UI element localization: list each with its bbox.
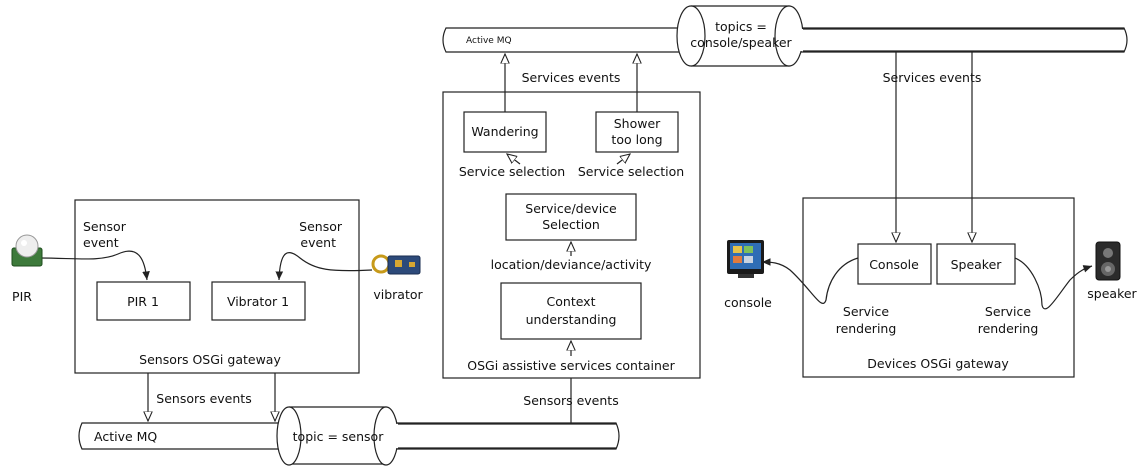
curve-pir-sensor-event (39, 250, 150, 281)
shower-label-line2: too long (611, 132, 662, 147)
sensor-event-right-line2: event (300, 235, 336, 250)
sensors-events-right-label: Sensors events (523, 393, 618, 408)
curve-speaker-rendering (1014, 257, 1093, 310)
vibrator-sensor-icon (371, 254, 421, 275)
shower-too-long-box (595, 111, 679, 153)
service-selection-right: Service selection (578, 164, 684, 179)
console-screen-icon (727, 240, 764, 278)
connectors: Services events Sensors events Sensors e… (39, 52, 1093, 423)
pir-1-label: PIR 1 (127, 294, 159, 309)
active-mq-top-label: Active MQ (466, 36, 512, 46)
services-events-right-label: Services events (883, 70, 982, 85)
sensor-event-left-line1: Sensor (83, 219, 127, 234)
pir-sensor-icon (11, 234, 43, 267)
active-mq-bottom-label: Active MQ (94, 429, 157, 444)
shower-label-line1: Shower (614, 116, 661, 131)
console-box (857, 243, 932, 285)
sensors-gateway-title: Sensors OSGi gateway (139, 352, 281, 367)
topic-sensor-label: topic = sensor (293, 429, 385, 444)
arrow-selection-to-wandering (507, 154, 521, 165)
speaker-icon (1095, 241, 1121, 281)
pir-1-box (96, 281, 191, 321)
speaker-box-label: Speaker (951, 257, 1003, 272)
curve-vibrator-sensor-event (275, 252, 373, 281)
console-device-label: console (724, 295, 772, 310)
assistive-container-title: OSGi assistive services container (467, 358, 675, 373)
speaker-device-label: speaker (1087, 286, 1137, 301)
wandering-label: Wandering (471, 124, 538, 139)
context-understanding-box (500, 282, 642, 340)
service-device-selection-box (505, 193, 637, 241)
topic-console-speaker-line2: console/speaker (690, 35, 792, 50)
service-rendering-left-line1: Service (843, 304, 890, 319)
console-box-label: Console (869, 257, 919, 272)
speaker-box (936, 243, 1016, 285)
vibrator-1-label: Vibrator 1 (227, 294, 289, 309)
pir-device-label: PIR (12, 289, 32, 304)
sensors-events-left-label: Sensors events (156, 391, 251, 406)
devices-gateway-title: Devices OSGi gateway (867, 356, 1009, 371)
location-deviance-activity-label: location/deviance/activity (491, 257, 652, 272)
topic-console-speaker-line1: topics = (715, 19, 767, 34)
selection-line2: Selection (542, 217, 600, 232)
osgi-assistive-services-container: Wandering Shower too long Service select… (442, 91, 701, 379)
context-line2: understanding (526, 312, 617, 327)
sensor-event-left-line2: event (83, 235, 119, 250)
devices-osgi-gateway: Console Speaker Service rendering Servic… (802, 197, 1075, 378)
vibrator-1-box (211, 281, 306, 321)
vibrator-device-label: vibrator (373, 287, 423, 302)
service-rendering-right-line1: Service (985, 304, 1032, 319)
sensors-osgi-gateway: PIR 1 Vibrator 1 Sensor event Sensor eve… (74, 199, 360, 374)
sensor-event-right-line1: Sensor (299, 219, 343, 234)
active-mq-bottom-bus: Active MQ topic = sensor (78, 406, 620, 466)
service-rendering-right-line2: rendering (978, 321, 1039, 336)
curve-console-rendering (761, 257, 859, 304)
selection-line1: Service/device (525, 201, 617, 216)
devices-gateway-panel (802, 197, 1075, 378)
service-rendering-left-line2: rendering (836, 321, 897, 336)
context-line1: Context (547, 294, 596, 309)
arrow-selection-to-shower (616, 154, 630, 165)
wandering-box (463, 111, 547, 153)
service-selection-left: Service selection (459, 164, 565, 179)
services-events-left-label: Services events (522, 70, 621, 85)
active-mq-top-bus: Active MQ topics = console/speaker (442, 5, 1128, 67)
